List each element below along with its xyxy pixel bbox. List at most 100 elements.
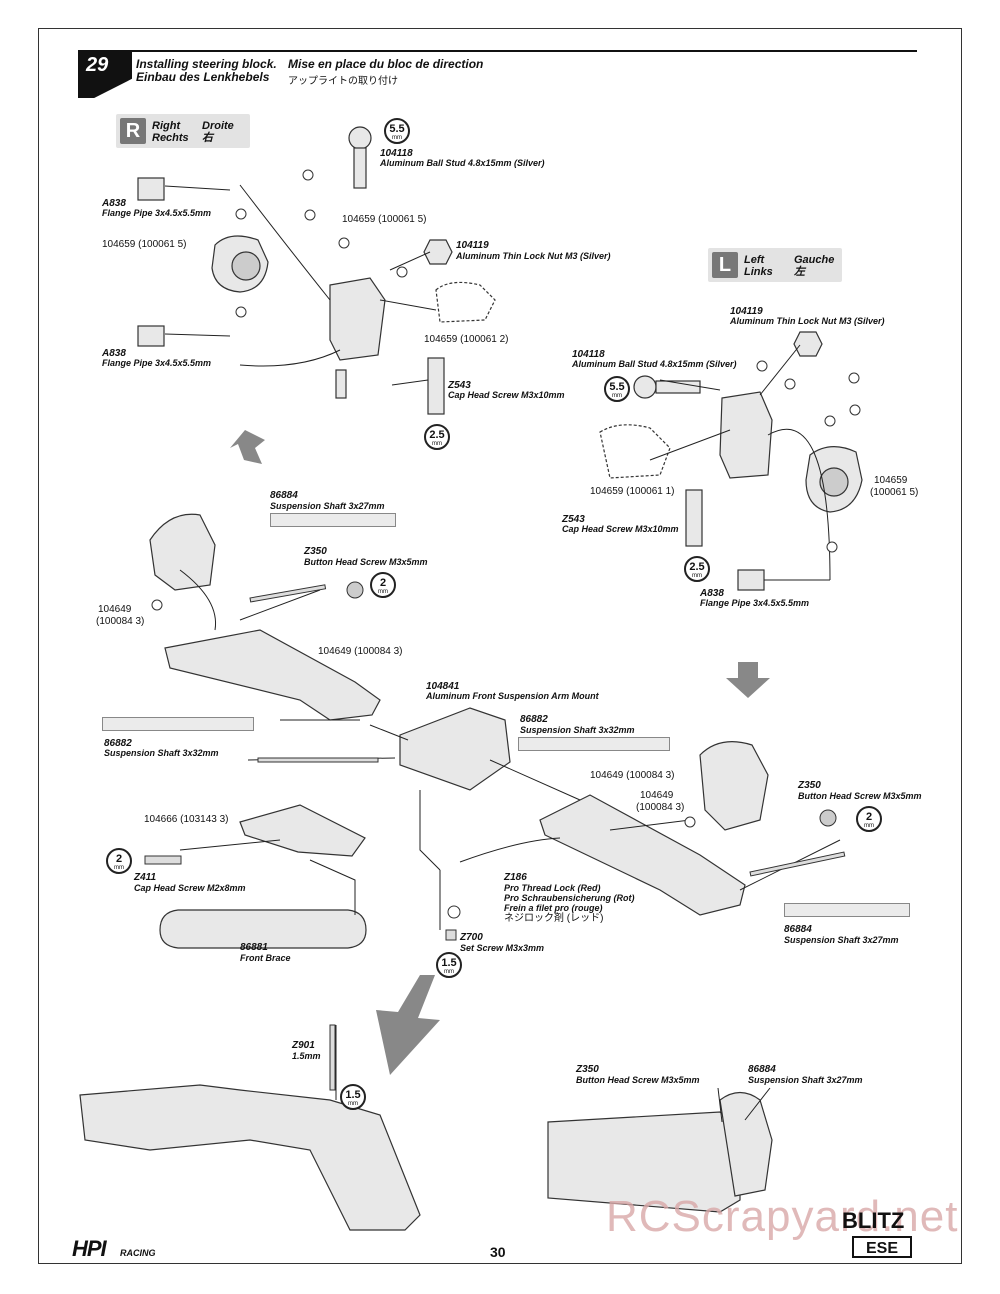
label-z901: Z901 xyxy=(292,1040,315,1051)
label-86881-desc: Front Brace xyxy=(240,953,291,963)
page-number: 30 xyxy=(490,1244,506,1260)
label-z411: Z411 xyxy=(134,872,157,883)
label-104119-right: 104119 xyxy=(456,240,489,251)
label-a838-bottom: A838 xyxy=(102,348,126,359)
step-title-en: Installing steering block. xyxy=(136,57,277,71)
label-86882-left-desc: Suspension Shaft 3x32mm xyxy=(104,748,219,758)
label-104659-right-c: 104659 (100061 2) xyxy=(424,334,509,345)
label-z700-desc: Set Screw M3x3mm xyxy=(460,943,545,953)
label-104119-left-desc: Aluminum Thin Lock Nut M3 (Silver) xyxy=(730,316,885,326)
label-z186-l3: Frein a filet pro (rouge) xyxy=(504,903,603,913)
label-86884-right-desc: Suspension Shaft 3x27mm xyxy=(784,935,899,945)
label-104659-left-a2: (100061 5) xyxy=(870,487,919,498)
step-title-fr: Mise en place du bloc de direction xyxy=(288,57,484,71)
scale-bar-86882-right xyxy=(518,737,670,751)
label-104118-right: 104118 xyxy=(380,148,413,159)
label-z186-l2: Pro Schraubensicherung (Rot) xyxy=(504,893,635,903)
label-86884-bottom: 86884 xyxy=(748,1064,776,1075)
left-jp: 左 xyxy=(794,266,805,278)
label-104659-right-a: 104659 (100061 5) xyxy=(102,239,187,250)
label-z543-right-desc: Cap Head Screw M3x10mm xyxy=(448,390,565,400)
page-frame xyxy=(38,28,962,1264)
label-104118-left: 104118 xyxy=(572,349,605,360)
label-86884-bottom-desc: Suspension Shaft 3x27mm xyxy=(748,1075,863,1085)
scale-bar-86884-top xyxy=(270,513,396,527)
right-en: Right xyxy=(152,120,181,132)
label-86882-left: 86882 xyxy=(104,738,132,749)
left-en: Left xyxy=(744,254,765,266)
label-z543-right: Z543 xyxy=(448,380,471,391)
scale-bar-86882-left xyxy=(102,717,254,731)
label-z700: Z700 xyxy=(460,932,483,943)
label-z350-top: Z350 xyxy=(304,546,327,557)
label-z186-l1: Pro Thread Lock (Red) xyxy=(504,883,601,893)
label-104649-left: 104649 xyxy=(98,604,132,615)
step-number: 29 xyxy=(86,54,109,76)
label-z543-left: Z543 xyxy=(562,514,585,525)
down-arrow-1 xyxy=(230,430,265,464)
right-jp: 右 xyxy=(202,132,213,144)
label-86884-top: 86884 xyxy=(270,490,298,501)
label-86882-right-desc: Suspension Shaft 3x32mm xyxy=(520,725,635,735)
label-z350-right: Z350 xyxy=(798,780,821,791)
label-a838-top-desc: Flange Pipe 3x4.5x5.5mm xyxy=(102,208,212,218)
label-104649-right-b2: (100084 3) xyxy=(636,802,685,813)
label-z186: Z186 xyxy=(504,872,527,883)
right-letter: R xyxy=(120,118,146,144)
right-de: Rechts xyxy=(152,132,189,144)
label-104119-right-desc: Aluminum Thin Lock Nut M3 (Silver) xyxy=(456,251,611,261)
flange-pipe-shape xyxy=(137,177,165,201)
label-104841: 104841 xyxy=(426,681,460,692)
label-104649-left2: (100084 3) xyxy=(96,616,145,627)
label-104118-left-desc: Aluminum Ball Stud 4.8x15mm (Silver) xyxy=(572,359,737,369)
label-a838-top: A838 xyxy=(102,198,126,209)
label-a838-bottom-desc: Flange Pipe 3x4.5x5.5mm xyxy=(102,358,212,368)
label-104659-left-a: 104659 xyxy=(874,475,908,486)
hpi-logo: HPI xyxy=(72,1236,107,1261)
left-side-box: L Left Gauche Links 左 xyxy=(708,248,842,282)
label-104118-right-desc: Aluminum Ball Stud 4.8x15mm (Silver) xyxy=(380,158,545,168)
label-a838-left: A838 xyxy=(700,588,724,599)
label-z186-l4: ネジロック剤 (レッド) xyxy=(504,913,604,924)
watermark: RCScrapyard.net xyxy=(606,1192,959,1241)
scale-bar-86884-right xyxy=(784,903,910,917)
label-104119-left: 104119 xyxy=(730,306,763,317)
left-fr: Gauche xyxy=(794,254,835,266)
label-104659-right-b: 104659 (100061 5) xyxy=(342,214,427,225)
label-104666: 104666 (103143 3) xyxy=(144,814,229,825)
label-z350-top-desc: Button Head Screw M3x5mm xyxy=(304,557,428,567)
label-104841-desc: Aluminum Front Suspension Arm Mount xyxy=(426,691,599,701)
label-z350-bottom: Z350 xyxy=(576,1064,599,1075)
label-104649-mid: 104649 (100084 3) xyxy=(318,646,403,657)
label-104649-right-a: 104649 (100084 3) xyxy=(590,770,675,781)
label-z411-desc: Cap Head Screw M2x8mm xyxy=(134,883,246,893)
step-title-de: Einbau des Lenkhebels xyxy=(136,70,270,84)
blitz-logo: BLITZ xyxy=(842,1208,905,1233)
step-title-jp: アップライトの取り付け xyxy=(288,76,398,87)
label-a838-left-desc: Flange Pipe 3x4.5x5.5mm xyxy=(700,598,810,608)
left-de: Links xyxy=(744,266,773,278)
label-86884-right: 86884 xyxy=(784,924,812,935)
label-104659-left-b: 104659 (100061 1) xyxy=(590,486,675,497)
left-letter: L xyxy=(712,252,738,278)
label-86884-top-desc: Suspension Shaft 3x27mm xyxy=(270,501,385,511)
label-z350-bottom-desc: Button Head Screw M3x5mm xyxy=(576,1075,700,1085)
label-86882-right: 86882 xyxy=(520,714,548,725)
ese-logo: ESE xyxy=(852,1236,912,1258)
label-z901-desc: 1.5mm xyxy=(292,1051,321,1061)
header-rule xyxy=(132,50,917,52)
label-z543-left-desc: Cap Head Screw M3x10mm xyxy=(562,524,679,534)
right-side-box: R Right Droite Rechts 右 xyxy=(116,114,250,148)
label-86881: 86881 xyxy=(240,942,268,953)
label-z350-right-desc: Button Head Screw M3x5mm xyxy=(798,791,922,801)
hpi-logo-sub: RACING xyxy=(120,1248,156,1258)
